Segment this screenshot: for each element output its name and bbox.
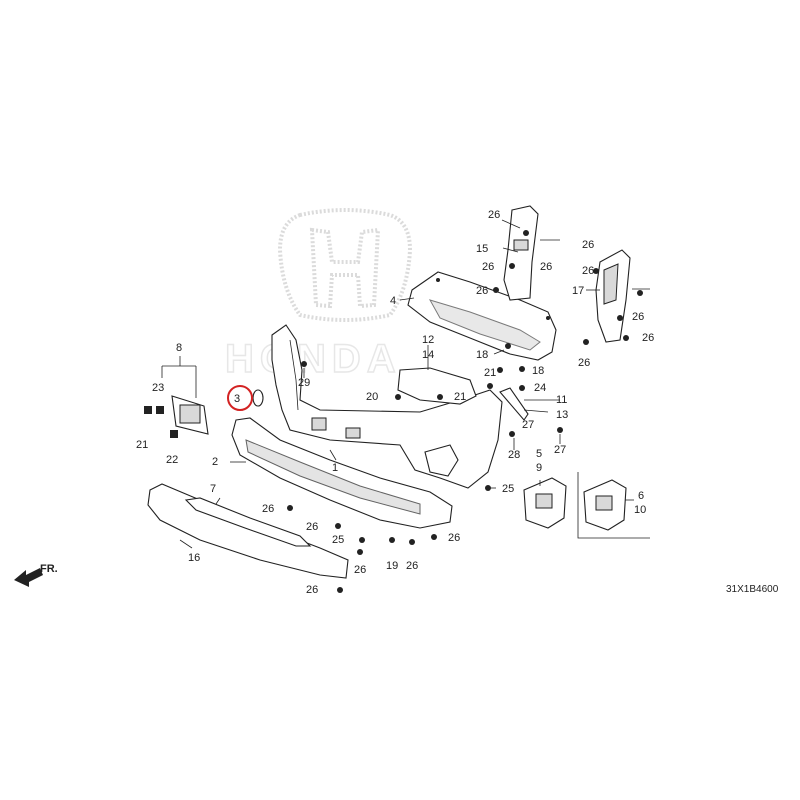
honda-wordmark: HONDA	[225, 337, 402, 381]
part-molding-strip[interactable]	[184, 497, 312, 547]
divider-bracket	[577, 472, 650, 539]
part-fog-cover-left[interactable]	[523, 477, 567, 529]
label-21: 21	[136, 439, 148, 451]
label-26: 26	[306, 584, 318, 596]
label-5: 5	[536, 448, 542, 460]
label-21: 21	[454, 391, 466, 403]
label-26: 26	[476, 285, 488, 297]
label-17: 17	[572, 285, 584, 297]
label-22: 22	[166, 454, 178, 466]
label-26: 26	[578, 357, 590, 369]
label-13: 13	[556, 409, 568, 421]
highlight-ring-part-3	[227, 385, 253, 411]
label-20: 20	[366, 391, 378, 403]
part-emblem-3[interactable]	[252, 389, 264, 407]
label-26: 26	[642, 332, 654, 344]
label-26: 26	[448, 532, 460, 544]
label-26: 26	[406, 560, 418, 572]
label-25: 25	[502, 483, 514, 495]
part-upper-bracket-15[interactable]	[503, 205, 539, 301]
label-18: 18	[476, 349, 488, 361]
label-27: 27	[522, 419, 534, 431]
label-21: 21	[484, 367, 496, 379]
diagram-code: 31X1B4600	[726, 584, 779, 595]
label-11: 11	[556, 394, 567, 406]
label-24: 24	[534, 382, 546, 394]
label-26: 26	[262, 503, 274, 515]
label-29: 29	[298, 377, 310, 389]
label-8: 8	[176, 342, 182, 354]
label-26: 26	[582, 265, 594, 277]
leader-lines	[161, 219, 650, 549]
fastener-clips	[144, 230, 643, 593]
label-16: 16	[188, 552, 200, 564]
label-27: 27	[554, 444, 566, 456]
label-6: 6	[638, 490, 644, 502]
part-license-bracket[interactable]	[171, 395, 209, 435]
label-12: 12	[422, 334, 434, 346]
label-26: 26	[306, 521, 318, 533]
part-fog-cover-right[interactable]	[583, 479, 627, 531]
label-26: 26	[582, 239, 594, 251]
label-25: 25	[332, 534, 344, 546]
part-side-bracket-17[interactable]	[595, 249, 631, 343]
part-number-labels: 26 15 26 26 26 4 26 26 17 26 26 26 12 14…	[136, 209, 654, 596]
label-26: 26	[632, 311, 644, 323]
front-indicator-label: FR.	[40, 563, 58, 575]
part-front-bumper-face[interactable]	[271, 324, 503, 489]
label-10: 10	[634, 504, 646, 516]
label-26: 26	[482, 261, 494, 273]
label-14: 14	[422, 349, 434, 361]
label-1: 1	[332, 462, 338, 474]
label-19: 19	[386, 560, 398, 572]
label-26: 26	[488, 209, 500, 221]
part-bumper-beam[interactable]	[407, 271, 557, 361]
label-2: 2	[212, 456, 218, 468]
label-18: 18	[532, 365, 544, 377]
label-23: 23	[152, 382, 164, 394]
part-small-bracket[interactable]	[499, 387, 529, 421]
label-26: 26	[540, 261, 552, 273]
label-28: 28	[508, 449, 520, 461]
part-side-stay[interactable]	[397, 367, 477, 405]
label-9: 9	[536, 462, 542, 474]
label-15: 15	[476, 243, 488, 255]
label-7: 7	[210, 483, 216, 495]
label-26: 26	[354, 564, 366, 576]
label-4: 4	[390, 295, 396, 307]
part-lower-grille[interactable]	[231, 417, 453, 529]
front-direction-arrow: FR.	[14, 563, 58, 587]
label-3: 3	[234, 393, 240, 405]
honda-logo-watermark: HONDA	[224, 208, 413, 382]
